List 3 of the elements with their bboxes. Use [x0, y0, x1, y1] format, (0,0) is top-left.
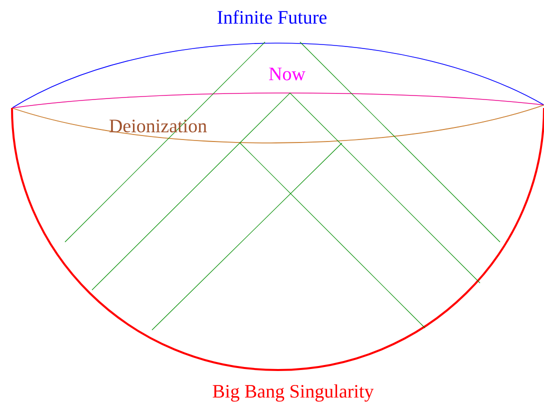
curve-label: Now: [269, 68, 306, 80]
curve-label: Infinite Future: [218, 10, 326, 24]
curve-label: Big Bang Singularity: [212, 384, 374, 402]
